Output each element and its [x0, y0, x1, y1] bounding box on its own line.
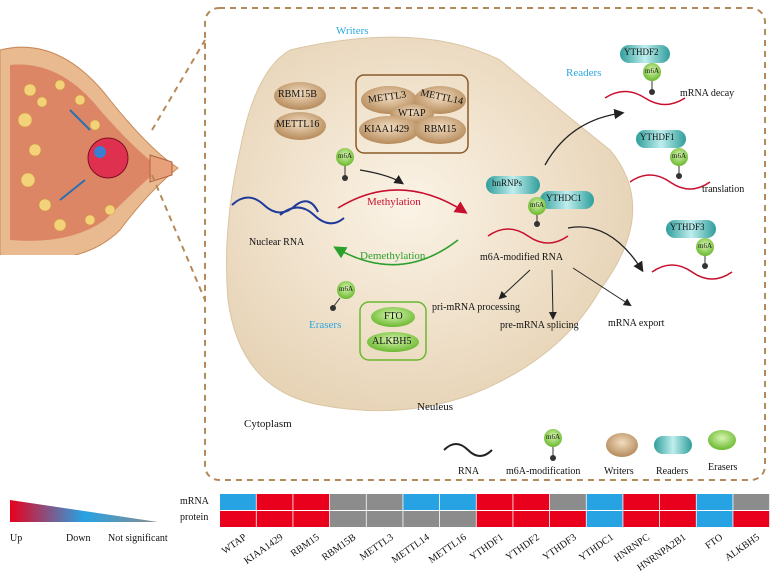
- gene-label-kiaa1429: KIAA1429: [242, 532, 286, 567]
- reader-ythdf1: YTHDF1: [640, 132, 675, 142]
- heatmap-cell-mrna-rbm15b: [330, 494, 366, 510]
- cell-frame: [204, 7, 766, 481]
- gene-label-ythdf2: YTHDF2: [504, 532, 542, 564]
- heatmap-cell-protein-fto: [696, 511, 733, 527]
- heatmap-cell-protein-ythdf3: [550, 511, 586, 527]
- heatmap-cell-mrna-ythdf1: [476, 494, 513, 510]
- writer-rbm15b: RBM15B: [278, 89, 317, 100]
- heatmap-cell-protein-ythdf1: [476, 511, 513, 527]
- m6a-tag-ythdf3: m6A: [698, 242, 712, 250]
- heatmap-cell-mrna-kiaa1429: [256, 494, 293, 510]
- m6a-tag-writer: m6A: [338, 152, 352, 160]
- heatmap-cell-protein-kiaa1429: [256, 511, 293, 527]
- scale-down: Down: [66, 533, 91, 544]
- gene-label-mettl14: METTL14: [390, 532, 432, 566]
- writer-wtap: WTAP: [398, 108, 426, 119]
- erasers-label: Erasers: [309, 319, 342, 331]
- gene-label-rbm15b: RBM15B: [320, 532, 359, 564]
- heatmap-cell-protein-rbm15: [293, 511, 330, 527]
- heatmap-cell-mrna-alkbh5: [733, 494, 770, 510]
- breast-illustration: [0, 46, 179, 255]
- legend-erasers: Erasers: [708, 462, 738, 473]
- legend-writers: Writers: [604, 466, 634, 477]
- gene-label-mettl16: METTL16: [426, 532, 469, 566]
- heatmap-cell-protein-hnrnpc: [623, 511, 660, 527]
- heatmap-cell-protein-rbm15b: [330, 511, 366, 527]
- writer-rbm15: RBM15: [424, 124, 457, 135]
- m6a-tag-eraser: m6A: [339, 285, 353, 293]
- gene-label-ythdf3: YTHDF3: [540, 532, 579, 564]
- heatmap-cell-protein-ythdf2: [513, 511, 550, 527]
- heatmap-cell-protein-hnrnpa2b1: [660, 511, 696, 527]
- heatmap-cell-mrna-ythdf2: [513, 494, 550, 510]
- m6a-rna-label: m6A-modified RNA: [480, 252, 564, 263]
- reader-ythdc1: YTHDC1: [546, 193, 582, 203]
- gene-label-fto: FTO: [703, 532, 726, 552]
- m6a-tag-ythdf2: m6A: [645, 67, 659, 75]
- eraser-fto: FTO: [384, 311, 403, 322]
- translation-label: translation: [702, 184, 745, 195]
- heatmap-cell-protein-wtap: [220, 511, 256, 527]
- heatmap-cell-protein-mettl3: [366, 511, 403, 527]
- legend-readers: Readers: [656, 466, 689, 477]
- heatmap-cell-mrna-mettl16: [440, 494, 476, 510]
- heatmap-cell-mrna-ythdc1: [586, 494, 623, 510]
- writer-mettl16: METTL16: [276, 119, 320, 130]
- reader-ythdf2: YTHDF2: [624, 47, 659, 57]
- writers-label: Writers: [336, 25, 369, 37]
- heatmap-cell-mrna-mettl3: [366, 494, 403, 510]
- gene-label-wtap: WTAP: [219, 532, 249, 557]
- nucleus-label: Neuleus: [417, 401, 454, 413]
- expression-heatmap: [220, 494, 770, 527]
- pri-mrna-label: pri-mRNA processing: [432, 302, 521, 313]
- heatmap-cell-mrna-wtap: [220, 494, 256, 510]
- methylation-label: Methylation: [367, 196, 421, 208]
- eraser-alkbh5: ALKBH5: [372, 336, 412, 347]
- legend-m6a-mod: m6A-modification: [506, 466, 581, 477]
- scale-up: Up: [10, 533, 23, 544]
- scale-ns: Not significant: [108, 533, 168, 544]
- heatmap-cell-mrna-ythdf3: [550, 494, 586, 510]
- heatmap-cell-mrna-fto: [696, 494, 733, 510]
- row-label-protein: protein: [180, 512, 209, 523]
- demethylation-label: Demethylation: [360, 250, 426, 262]
- writer-kiaa1429: KIAA1429: [364, 124, 409, 135]
- heatmap-cell-protein-alkbh5: [733, 511, 770, 527]
- m6a-diagram: [151, 7, 766, 481]
- row-label-mrna: mRNA: [180, 496, 209, 507]
- nucleus: [226, 36, 634, 412]
- gene-label-mettl3: METTL3: [357, 532, 396, 563]
- legend-rna: RNA: [458, 466, 480, 477]
- heatmap-cell-protein-mettl16: [440, 511, 476, 527]
- gene-label-alkbh5: ALKBH5: [723, 532, 762, 564]
- cytoplasm-label: Cytoplasm: [244, 418, 292, 430]
- m6a-tag-ythdf1: m6A: [672, 152, 686, 160]
- heatmap-cell-protein-mettl14: [403, 511, 440, 527]
- heatmap-cell-mrna-hnrnpa2b1: [660, 494, 696, 510]
- heatmap-cell-protein-ythdc1: [586, 511, 623, 527]
- gene-label-rbm15: RBM15: [289, 532, 322, 560]
- heatmap-cell-mrna-mettl14: [403, 494, 440, 510]
- expression-scale: [10, 500, 158, 522]
- reader-ythdf3: YTHDF3: [670, 222, 705, 232]
- readers-label: Readers: [566, 67, 602, 79]
- mrna-export-label: mRNA export: [608, 318, 665, 329]
- gene-label-ythdc1: YTHDC1: [576, 532, 616, 564]
- reader-hnrnps: hnRNPs: [492, 178, 523, 188]
- legend-m6a-tag: m6A: [546, 433, 560, 441]
- gene-label-ythdf1: YTHDF1: [467, 532, 506, 564]
- heatmap-cell-mrna-rbm15: [293, 494, 330, 510]
- m6a-tag-nucleus: m6A: [530, 201, 544, 209]
- nuclear-rna-label: Nuclear RNA: [249, 237, 305, 248]
- heatmap-cell-mrna-hnrnpc: [623, 494, 660, 510]
- mrna-decay-label: mRNA decay: [680, 88, 735, 99]
- pre-mrna-label: pre-mRNA splicing: [500, 320, 579, 331]
